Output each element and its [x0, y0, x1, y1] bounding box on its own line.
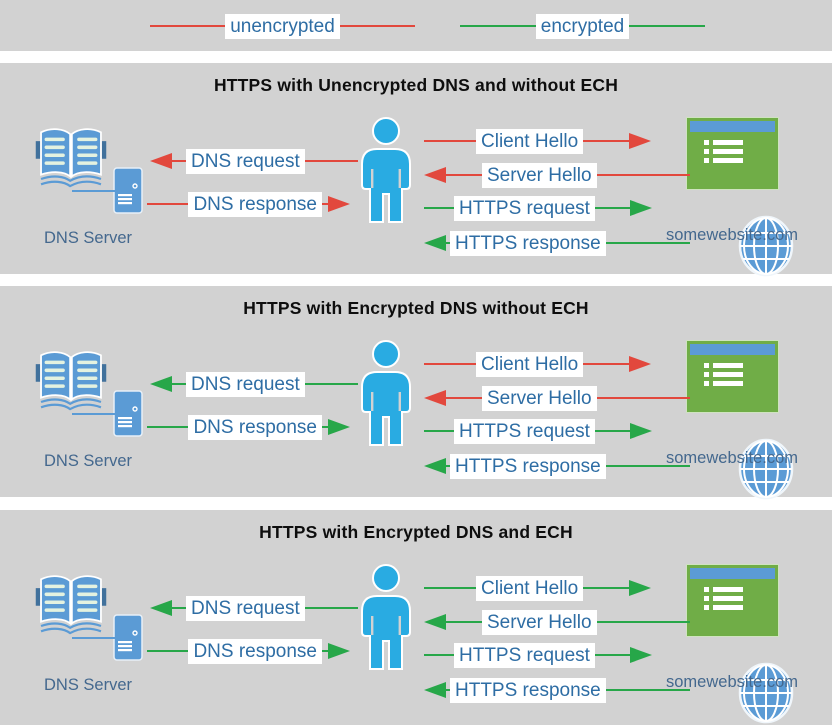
- arrowhead-left-icon: [424, 682, 446, 698]
- panel-title: HTTPS with Encrypted DNS without ECH: [243, 298, 589, 318]
- arrowhead-left-icon: [424, 235, 446, 251]
- user-icon: [361, 564, 411, 670]
- legend-bar: unencrypted encrypted: [0, 0, 832, 51]
- dns-response-label: DNS response: [188, 191, 322, 217]
- arrow-dns-request: DNS request: [150, 595, 358, 621]
- arrow-client-hello: Client Hello: [424, 575, 651, 601]
- arrowhead-right-icon: [630, 647, 652, 663]
- browser-titlebar-icon: [690, 344, 775, 355]
- arrow-server-hello: Server Hello: [424, 609, 690, 635]
- dns-book-icon: [35, 128, 107, 188]
- section-gap: [0, 51, 832, 63]
- book-server-connector: [72, 637, 115, 639]
- https-request-label: HTTPS request: [454, 418, 595, 444]
- panel-encrypted-dns-ech: HTTPS with Encrypted DNS and ECH DNS Ser…: [0, 510, 832, 725]
- arrow-dns-response: DNS response: [147, 638, 350, 664]
- https-response-label: HTTPS response: [450, 453, 606, 479]
- arrowhead-left-icon: [150, 153, 172, 169]
- book-server-connector: [72, 190, 115, 192]
- server-hello-label: Server Hello: [482, 609, 597, 635]
- dns-server-caption: DNS Server: [44, 452, 133, 470]
- arrowhead-right-icon: [630, 200, 652, 216]
- panel-encrypted-dns: HTTPS with Encrypted DNS without ECH DNS…: [0, 286, 832, 500]
- globe-icon: [738, 438, 794, 500]
- encrypted-line-icon: [460, 25, 536, 27]
- arrowhead-left-icon: [424, 614, 446, 630]
- https-response-label: HTTPS response: [450, 677, 606, 703]
- website-caption: somewebsite.com: [666, 673, 799, 691]
- arrow-https-response: HTTPS response: [424, 453, 690, 479]
- arrowhead-left-icon: [150, 376, 172, 392]
- dns-request-label: DNS request: [186, 148, 305, 174]
- globe-icon: [738, 215, 794, 277]
- arrowhead-right-icon: [328, 196, 350, 212]
- browser-window-icon: [687, 565, 778, 636]
- dns-response-label: DNS response: [188, 414, 322, 440]
- arrow-client-hello: Client Hello: [424, 351, 651, 377]
- arrowhead-left-icon: [424, 167, 446, 183]
- client-hello-label: Client Hello: [476, 575, 584, 601]
- legend-unencrypted: unencrypted: [150, 13, 416, 39]
- legend-encrypted: encrypted: [460, 13, 706, 39]
- legend-unencrypted-label: unencrypted: [225, 13, 340, 39]
- dns-request-label: DNS request: [186, 595, 305, 621]
- arrowhead-right-icon: [629, 133, 651, 149]
- dns-book-icon: [35, 351, 107, 411]
- dns-request-label: DNS request: [186, 371, 305, 397]
- arrowhead-left-icon: [150, 600, 172, 616]
- arrowhead-left-icon: [424, 390, 446, 406]
- arrowhead-right-icon: [630, 423, 652, 439]
- server-hello-label: Server Hello: [482, 162, 597, 188]
- arrow-server-hello: Server Hello: [424, 385, 690, 411]
- website-caption: somewebsite.com: [666, 226, 799, 244]
- dns-server-caption: DNS Server: [44, 229, 133, 247]
- arrow-https-request: HTTPS request: [424, 195, 652, 221]
- arrowhead-right-icon: [328, 419, 350, 435]
- arrow-dns-request: DNS request: [150, 148, 358, 174]
- dns-server-caption: DNS Server: [44, 676, 133, 694]
- book-server-connector: [72, 413, 115, 415]
- panel-unencrypted-dns: HTTPS with Unencrypted DNS and without E…: [0, 63, 832, 277]
- unencrypted-line-icon: [339, 25, 416, 27]
- server-hello-label: Server Hello: [482, 385, 597, 411]
- section-gap: [0, 497, 832, 510]
- website-caption: somewebsite.com: [666, 449, 799, 467]
- encrypted-line-icon: [629, 25, 706, 27]
- arrow-https-request: HTTPS request: [424, 418, 652, 444]
- legend-encrypted-label: encrypted: [535, 13, 630, 39]
- arrow-dns-response: DNS response: [147, 191, 350, 217]
- user-icon: [361, 340, 411, 446]
- dns-tower-icon: [113, 390, 143, 437]
- browser-titlebar-icon: [690, 568, 775, 579]
- arrow-dns-request: DNS request: [150, 371, 358, 397]
- dns-tower-icon: [113, 167, 143, 214]
- arrow-dns-response: DNS response: [147, 414, 350, 440]
- arrow-https-request: HTTPS request: [424, 642, 652, 668]
- arrowhead-left-icon: [424, 458, 446, 474]
- browser-titlebar-icon: [690, 121, 775, 132]
- client-hello-label: Client Hello: [476, 351, 584, 377]
- globe-icon: [738, 662, 794, 724]
- arrowhead-right-icon: [328, 643, 350, 659]
- user-icon: [361, 117, 411, 223]
- arrowhead-right-icon: [629, 356, 651, 372]
- browser-window-icon: [687, 118, 778, 189]
- client-hello-label: Client Hello: [476, 128, 584, 154]
- dns-book-icon: [35, 575, 107, 635]
- arrow-server-hello: Server Hello: [424, 162, 690, 188]
- arrow-client-hello: Client Hello: [424, 128, 651, 154]
- panel-title: HTTPS with Encrypted DNS and ECH: [259, 522, 573, 542]
- arrow-https-response: HTTPS response: [424, 677, 690, 703]
- https-request-label: HTTPS request: [454, 195, 595, 221]
- browser-window-icon: [687, 341, 778, 412]
- section-gap: [0, 274, 832, 286]
- https-response-label: HTTPS response: [450, 230, 606, 256]
- unencrypted-line-icon: [150, 25, 226, 27]
- dns-response-label: DNS response: [188, 638, 322, 664]
- https-request-label: HTTPS request: [454, 642, 595, 668]
- arrow-https-response: HTTPS response: [424, 230, 690, 256]
- arrowhead-right-icon: [629, 580, 651, 596]
- panel-title: HTTPS with Unencrypted DNS and without E…: [213, 75, 619, 95]
- dns-tower-icon: [113, 614, 143, 661]
